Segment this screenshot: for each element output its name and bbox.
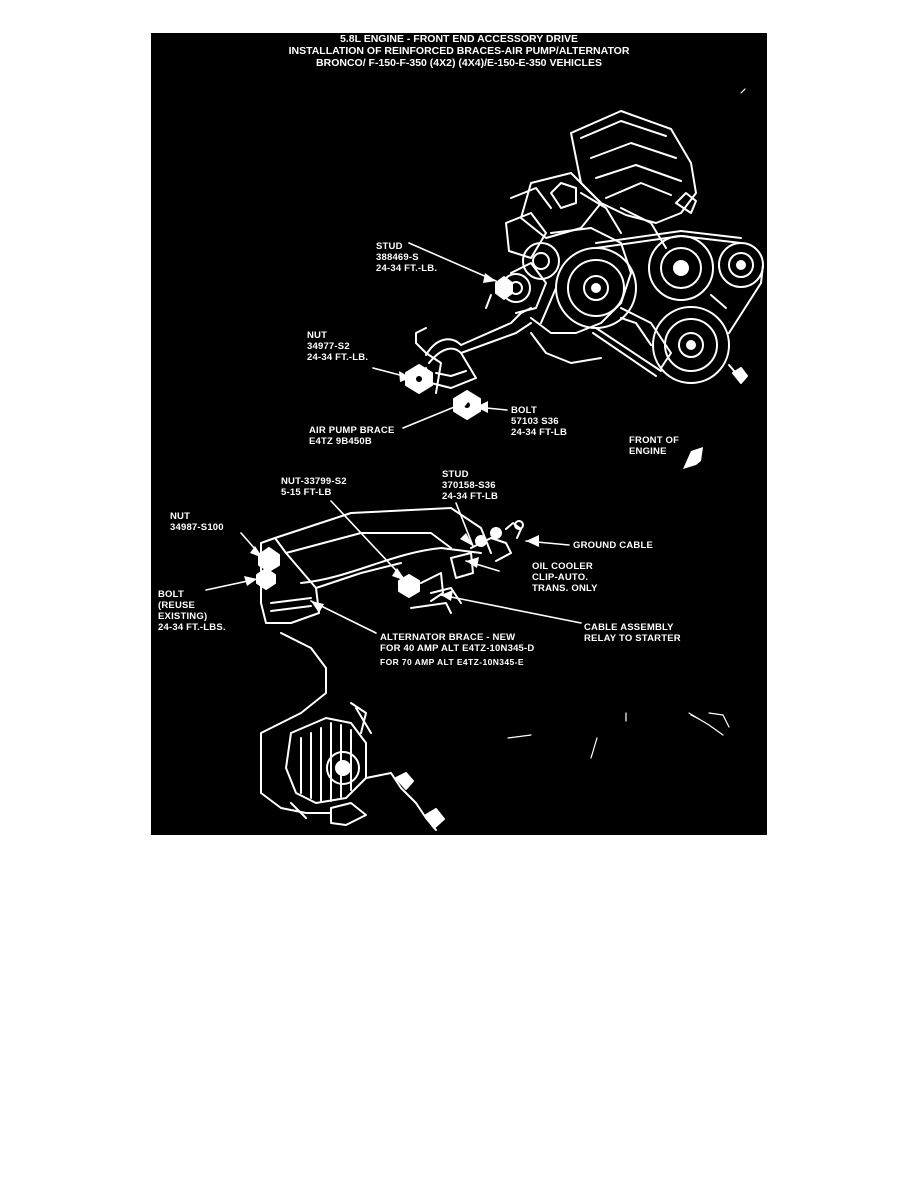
callout-line: E4TZ 9B450B — [309, 436, 372, 447]
callout-line: 57103 S36 — [511, 416, 559, 427]
callout-line: 24-34 FT.-LBS. — [158, 622, 226, 633]
cable-assembly-callout: CABLE ASSEMBLY RELAY TO STARTER — [584, 622, 681, 644]
callout-line: FOR 40 AMP ALT E4TZ-10N345-D — [380, 643, 535, 654]
callout-line: CABLE ASSEMBLY — [584, 622, 674, 633]
upper-hardware — [405, 276, 748, 420]
drive-belt — [540, 230, 764, 377]
callout-line: ENGINE — [629, 446, 667, 457]
oil-cooler-callout: OIL COOLER CLIP-AUTO. TRANS. ONLY — [532, 561, 598, 594]
callout-line: BOLT — [158, 589, 184, 600]
nut-left-callout: NUT 34987-S100 — [170, 511, 224, 533]
callout-line: 34977-S2 — [307, 341, 350, 352]
callout-line: RELAY TO STARTER — [584, 633, 681, 644]
bolt-upper-callout: BOLT 57103 S36 24-34 FT-LB — [511, 405, 567, 438]
callout-line: TRANS. ONLY — [532, 583, 598, 594]
callout-line: (REUSE — [158, 600, 196, 611]
alternator-brace-assembly — [256, 507, 524, 814]
callout-line: ALTERNATOR BRACE - NEW — [380, 632, 516, 643]
callout-line: FRONT OF — [629, 435, 680, 446]
callout-line: 5-15 FT-LB — [281, 487, 332, 498]
stud-upper-callout: STUD 388469-S 24-34 FT.-LB. — [376, 241, 437, 274]
pulleys — [501, 235, 764, 384]
callout-line: STUD — [376, 241, 403, 252]
callout-line: AIR PUMP BRACE — [309, 425, 395, 436]
callout-line: 370158-S36 — [442, 480, 496, 491]
bolt-left-callout: BOLT (REUSE EXISTING) 24-34 FT.-LBS. — [158, 589, 226, 633]
nut-mid-callout: NUT-33799-S2 5-15 FT-LB — [281, 476, 347, 498]
callout-line: STUD — [442, 469, 469, 480]
callout-line: OIL COOLER — [532, 561, 593, 572]
title-line-2: INSTALLATION OF REINFORCED BRACES-AIR PU… — [288, 45, 630, 57]
front-direction-arrow — [683, 447, 703, 469]
callout-line: CLIP-AUTO. — [532, 572, 589, 583]
engine-illustration — [205, 88, 764, 831]
callout-line: BOLT — [511, 405, 537, 416]
front-of-engine-callout: FRONT OF ENGINE — [629, 435, 679, 457]
nut-upper-callout: NUT 34977-S2 24-34 FT.-LB. — [307, 330, 368, 363]
alternator-brace-callout: ALTERNATOR BRACE - NEW FOR 40 AMP ALT E4… — [380, 632, 534, 668]
callout-line: 24-34 FT.-LB. — [376, 263, 438, 274]
specks — [507, 88, 746, 759]
callout-line: EXISTING) — [158, 611, 208, 622]
callout-line: FOR 70 AMP ALT E4TZ-10N345-E — [380, 657, 524, 667]
callout-line: 388469-S — [376, 252, 419, 263]
callout-line: NUT — [307, 330, 328, 341]
alternator — [285, 702, 445, 831]
ground-cable-callout: GROUND CABLE — [573, 540, 653, 551]
callout-line: 24-34 FT-LB — [511, 427, 568, 438]
callout-line: 34987-S100 — [170, 522, 224, 533]
air-pump-brace-callout: AIR PUMP BRACE E4TZ 9B450B — [309, 425, 395, 447]
callout-line: NUT-33799-S2 — [281, 476, 347, 487]
diagram-panel: 5.8L ENGINE - FRONT END ACCESSORY DRIVE … — [151, 33, 767, 835]
stud-lower-callout: STUD 370158-S36 24-34 FT-LB — [442, 469, 498, 502]
callout-line: 24-34 FT.-LB. — [307, 352, 369, 363]
callout-line: NUT — [170, 511, 191, 522]
arrowheads — [244, 273, 539, 613]
title-line-3: BRONCO/ F-150-F-350 (4X2) (4X4)/E-150-E-… — [316, 57, 602, 69]
callout-line: 24-34 FT-LB — [442, 491, 499, 502]
callout-line: GROUND CABLE — [573, 540, 653, 551]
title-line-1: 5.8L ENGINE - FRONT END ACCESSORY DRIVE — [339, 33, 579, 45]
